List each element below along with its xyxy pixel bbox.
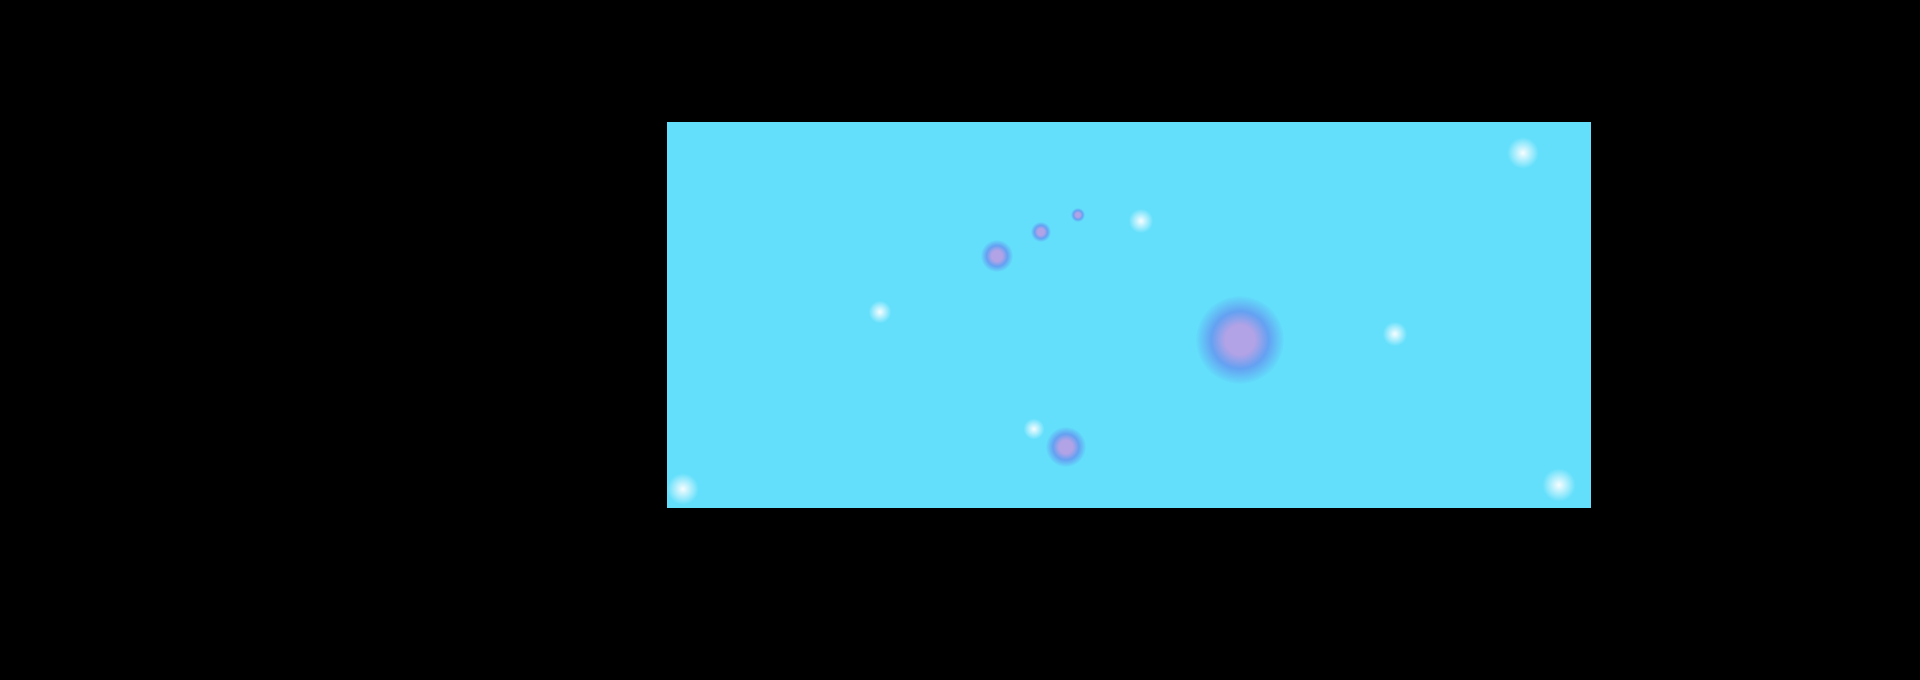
glow-particle — [667, 471, 701, 507]
game-canvas[interactable] — [667, 122, 1591, 508]
bubble-particle[interactable] — [1071, 208, 1085, 222]
bubble-particle[interactable] — [1196, 296, 1284, 384]
glow-particle — [867, 299, 893, 325]
glow-particle — [1127, 207, 1155, 235]
bubble-particle[interactable] — [981, 240, 1013, 272]
glow-particle — [1022, 417, 1046, 441]
glow-particle — [1540, 466, 1578, 504]
bubble-particle[interactable] — [1046, 427, 1086, 467]
bubble-particle[interactable] — [1031, 222, 1051, 242]
glow-particle — [1505, 135, 1541, 171]
glow-particle — [1381, 320, 1409, 348]
